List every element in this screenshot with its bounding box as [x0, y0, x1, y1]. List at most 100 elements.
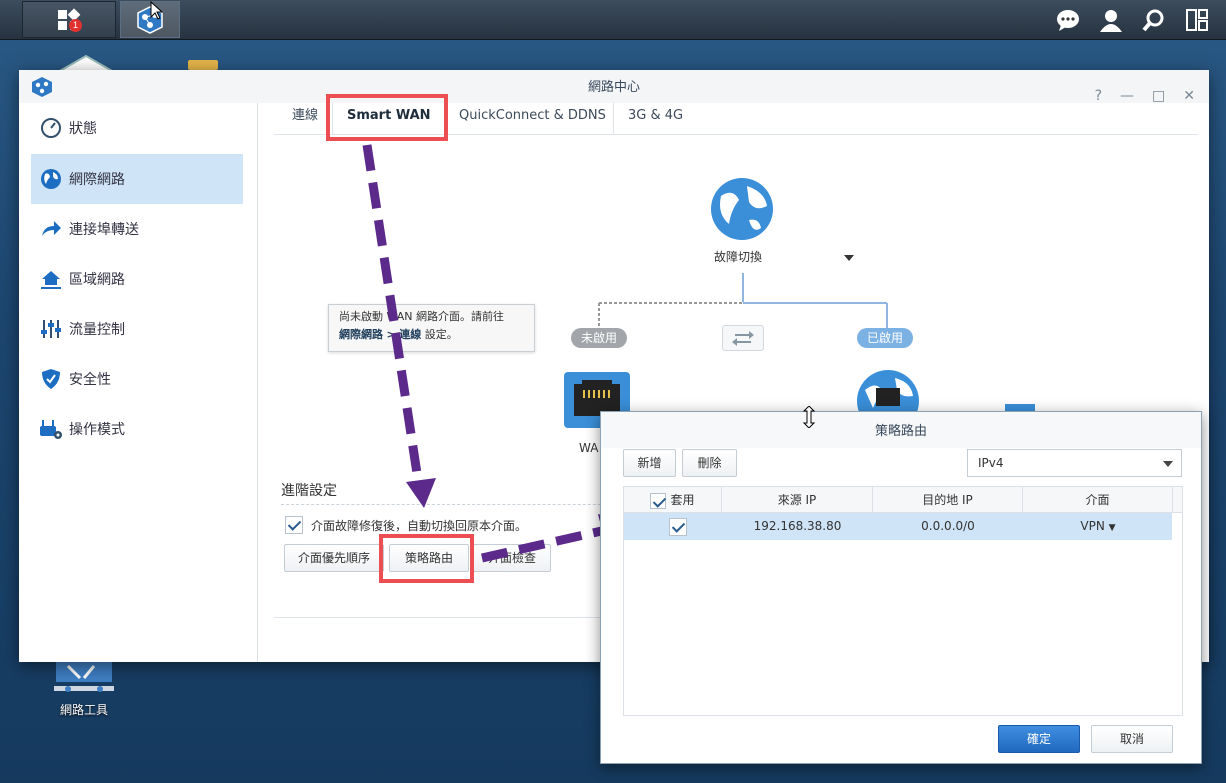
net-tool-desktop-icon[interactable]: 網路工具	[44, 662, 124, 718]
auto-failback-label: 介面故障修復後，自動切換回原本介面。	[311, 518, 528, 533]
swap-arrows-icon	[732, 331, 754, 346]
column-header-interface[interactable]: 介面	[1023, 487, 1173, 513]
row-dest-ip: 0.0.0.0/0	[921, 519, 975, 533]
chat-icon[interactable]	[1053, 6, 1083, 34]
globe-icon	[711, 178, 773, 240]
interface-priority-button[interactable]: 介面優先順序	[284, 544, 384, 572]
add-button[interactable]: 新增	[623, 449, 676, 477]
interface-icon	[1005, 404, 1035, 412]
wan-not-enabled-tooltip: 尚未啟動 WAN 網路介面。請前往 網際網路 > 連線 設定。	[328, 304, 535, 352]
ip-version-select[interactable]: IPv4	[967, 449, 1182, 477]
gauge-icon	[39, 116, 63, 140]
caret-down-icon: ▼	[1108, 523, 1116, 533]
wan-label: WA	[579, 441, 599, 455]
mode-label: 故障切換	[714, 250, 763, 264]
globe-icon	[39, 167, 63, 191]
taskbar: 1	[0, 0, 1226, 40]
chevron-down-icon[interactable]	[844, 255, 854, 261]
window-title: 網路中心	[587, 80, 640, 95]
user-icon[interactable]	[1096, 6, 1126, 34]
maximize-icon[interactable]: □	[1152, 88, 1166, 104]
tooltip-suffix: 設定。	[424, 328, 458, 341]
sidebar-item-label: 流量控制	[69, 322, 125, 338]
sidebar-item-label: 網際網路	[69, 172, 125, 188]
ethernet-port-icon	[564, 372, 630, 428]
smart-wan-highlight-box	[326, 94, 448, 141]
sidebar-item-label: 安全性	[69, 372, 111, 388]
network-center-taskbar-button[interactable]	[120, 1, 180, 38]
desktop-app-icon[interactable]	[58, 52, 114, 72]
sidebar-item-internet[interactable]: 網際網路	[31, 154, 243, 204]
ok-button[interactable]: 確定	[998, 725, 1080, 753]
sidebar-item-port-forwarding[interactable]: 連接埠轉送	[31, 204, 243, 254]
folder-icon[interactable]	[188, 60, 218, 70]
sidebar-item-label: 操作模式	[69, 422, 125, 438]
tooltip-text: 尚未啟動 WAN 網路介面。請前往	[339, 310, 505, 323]
row-apply-checkbox[interactable]	[669, 517, 687, 536]
tab-connection[interactable]: 連線	[292, 108, 319, 123]
router-gear-icon	[39, 417, 63, 441]
vpn-globe-icon	[857, 370, 919, 412]
network-tool-icon	[54, 662, 114, 692]
shield-icon	[39, 367, 63, 391]
sidebar-item-operation-mode[interactable]: 操作模式	[31, 404, 243, 454]
policy-routes-table: 套用 來源 IP 目的地 IP 介面 192.168.38.80 0.0.0.0…	[623, 486, 1183, 716]
mouse-cursor-icon	[150, 1, 164, 20]
window-titlebar[interactable]: 網路中心 ? — □ ✕	[19, 70, 1209, 104]
help-icon[interactable]: ?	[1094, 88, 1103, 104]
column-header-source-ip[interactable]: 來源 IP	[722, 487, 873, 513]
sidebar-item-label: 狀態	[69, 121, 97, 137]
network-center-logo-icon	[32, 77, 52, 97]
section-divider	[281, 504, 621, 505]
row-source-ip: 192.168.38.80	[753, 519, 842, 533]
tooltip-separator: >	[386, 328, 396, 341]
policy-routing-highlight-box	[379, 534, 474, 583]
sidebar-item-local-network[interactable]: 區域網路	[31, 254, 243, 304]
main-menu-button[interactable]: 1	[22, 1, 116, 38]
tooltip-link-connection[interactable]: 連線	[399, 328, 422, 341]
policy-routing-dialog: 策略路由 新增 刪除 IPv4 套用 來源 IP 目的地 IP 介面 192.1…	[600, 406, 1202, 764]
delete-button[interactable]: 刪除	[682, 449, 737, 477]
sidebar-item-status[interactable]: 狀態	[31, 103, 243, 153]
home-network-icon	[39, 267, 63, 291]
close-icon[interactable]: ✕	[1183, 88, 1195, 104]
auto-failback-row: 介面故障修復後，自動切換回原本介面。	[285, 516, 527, 534]
sidebar-item-label: 連接埠轉送	[69, 222, 139, 238]
column-header-apply[interactable]: 套用	[624, 487, 722, 513]
resize-cursor-icon	[802, 406, 816, 428]
sliders-icon	[39, 317, 63, 341]
interface-check-button[interactable]: 介面檢查	[473, 544, 551, 572]
chevron-down-icon	[1163, 461, 1173, 467]
tab-smart-wan[interactable]: Smart WAN	[332, 103, 445, 134]
sidebar-item-traffic-control[interactable]: 流量控制	[31, 304, 243, 354]
tab-bar: 連線 Smart WAN QuickConnect & DDNS 3G & 4G	[274, 103, 1198, 135]
advanced-settings-title: 進階設定	[281, 483, 337, 499]
tooltip-link-internet[interactable]: 網際網路	[339, 328, 383, 341]
row-interface: VPN	[1080, 519, 1105, 533]
select-all-checkbox[interactable]	[650, 492, 667, 509]
policy-routing-button[interactable]: 策略路由	[389, 544, 469, 572]
column-header-dest-ip[interactable]: 目的地 IP	[873, 487, 1023, 513]
table-header: 套用 來源 IP 目的地 IP 介面	[624, 487, 1182, 513]
notification-badge: 1	[69, 19, 83, 32]
tab-3g-4g[interactable]: 3G & 4G	[613, 103, 697, 134]
arrow-forward-icon	[39, 217, 63, 241]
failover-connector-lines	[598, 273, 888, 328]
status-badge-enabled: 已啟用	[857, 328, 914, 348]
tab-quickconnect-ddns[interactable]: QuickConnect & DDNS	[444, 103, 620, 134]
minimize-icon[interactable]: —	[1120, 88, 1135, 104]
table-row[interactable]: 192.168.38.80 0.0.0.0/0 VPN ▼	[624, 513, 1172, 540]
status-badge-disabled: 未啟用	[571, 328, 628, 348]
ip-version-value: IPv4	[978, 456, 1004, 470]
sidebar-item-security[interactable]: 安全性	[31, 354, 243, 404]
swap-button[interactable]	[722, 325, 764, 351]
row-interface-select[interactable]: VPN ▼	[1023, 513, 1173, 540]
auto-failback-checkbox[interactable]	[285, 516, 303, 534]
dialog-title[interactable]: 策略路由	[601, 412, 1201, 448]
sidebar-item-label: 區域網路	[69, 272, 125, 288]
row-apply-cell	[624, 513, 732, 540]
search-icon[interactable]	[1139, 6, 1169, 34]
widgets-icon[interactable]	[1182, 6, 1212, 34]
net-tool-label: 網路工具	[59, 703, 108, 717]
cancel-button[interactable]: 取消	[1091, 725, 1173, 753]
